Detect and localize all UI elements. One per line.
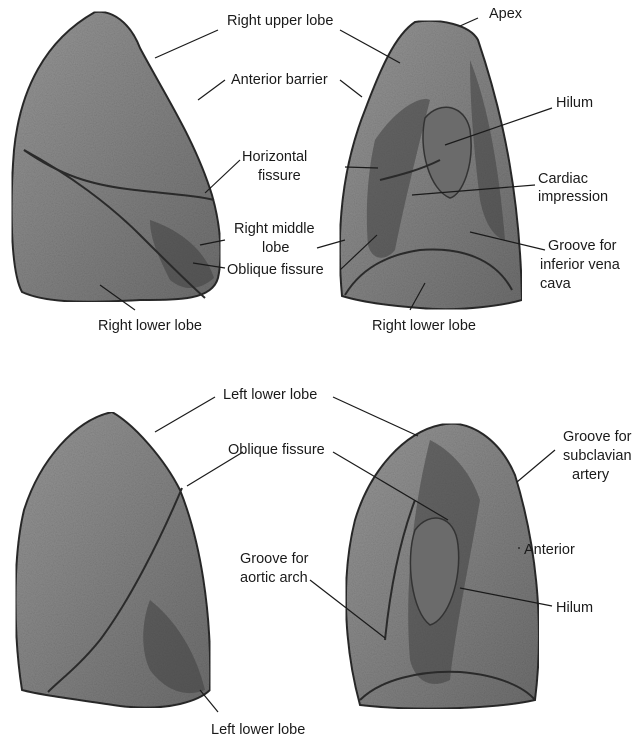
label-groove-ivc-1: Groove for	[548, 238, 617, 254]
label-right-upper-lobe: Right upper lobe	[227, 13, 333, 29]
label-groove-ivc-2: inferior vena	[540, 257, 621, 273]
label-hilum-left: Hilum	[556, 600, 593, 616]
right-lung-medial	[340, 21, 522, 309]
label-left-lower-lobe-bottom: Left lower lobe	[211, 722, 305, 738]
label-oblique-fissure: Oblique fissure	[227, 262, 324, 278]
label-right-middle-lobe-2: lobe	[262, 240, 289, 256]
label-groove-aortic-1: Groove for	[240, 551, 309, 567]
label-groove-subclavian-2: subclavian	[563, 448, 632, 464]
left-lung-medial	[346, 424, 539, 709]
label-anterior: Anterior	[524, 542, 575, 558]
label-anterior-barrier: Anterior barrier	[231, 72, 328, 88]
label-right-middle-lobe-1: Right middle	[234, 221, 315, 237]
label-left-oblique-fissure: Oblique fissure	[228, 442, 325, 458]
label-hilum-right: Hilum	[556, 95, 593, 111]
label-right-lower-lobe-medial: Right lower lobe	[372, 318, 476, 334]
label-groove-aortic-2: aortic arch	[240, 570, 308, 586]
label-apex: Apex	[489, 6, 523, 22]
label-left-lower-lobe-top: Left lower lobe	[223, 387, 317, 403]
label-horizontal-fissure-1: Horizontal	[242, 149, 307, 165]
right-lung-lateral	[12, 12, 221, 302]
left-lung-lateral	[16, 412, 211, 708]
label-groove-subclavian-3: artery	[572, 467, 610, 483]
label-groove-ivc-3: cava	[540, 276, 572, 292]
label-right-lower-lobe-lateral: Right lower lobe	[98, 318, 202, 334]
label-groove-subclavian-1: Groove for	[563, 429, 632, 445]
label-cardiac-impression-2: impression	[538, 189, 608, 205]
label-cardiac-impression-1: Cardiac	[538, 171, 588, 187]
label-horizontal-fissure-2: fissure	[258, 168, 301, 184]
